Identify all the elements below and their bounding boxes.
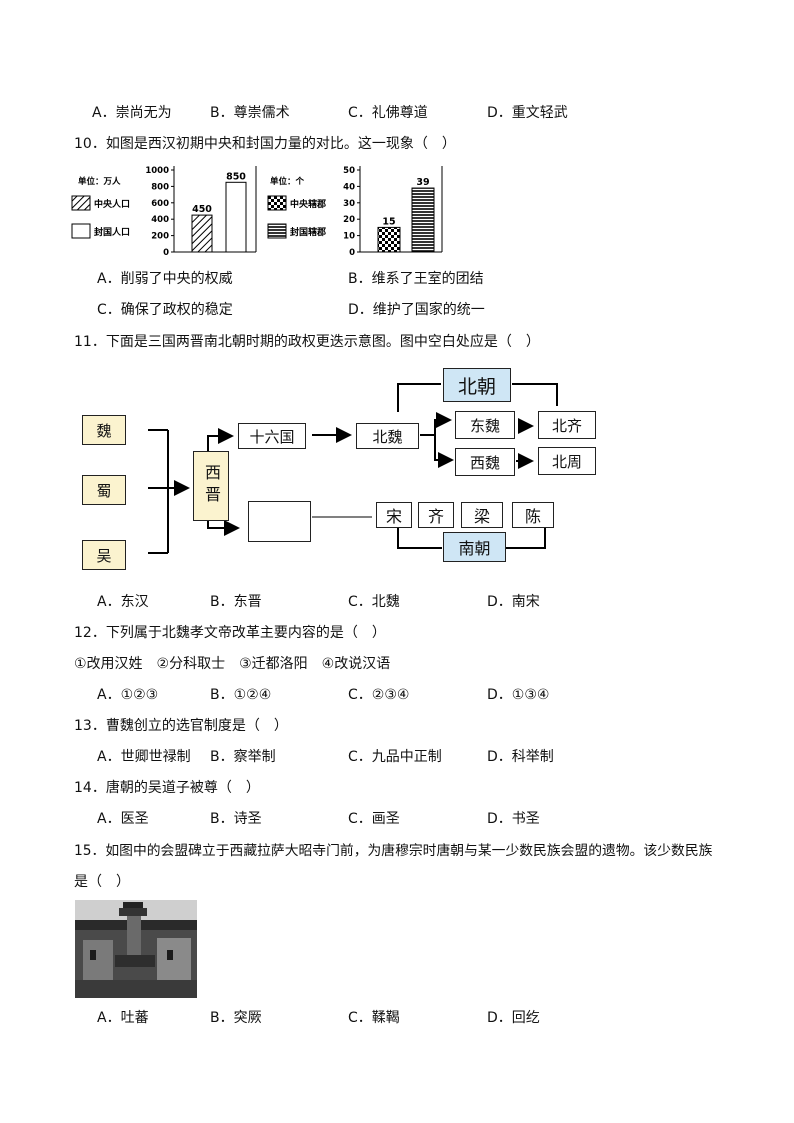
q12-option-a: A．①②③ — [97, 687, 159, 703]
legend-swatch — [71, 195, 91, 211]
box-wu: 吴 — [82, 540, 126, 570]
q10-option-c: C．确保了政权的稳定 — [97, 302, 233, 318]
y-tick-label: 20 — [343, 215, 355, 225]
box-beiqi: 北齐 — [538, 411, 596, 439]
y-tick-label: 400 — [151, 215, 169, 225]
q12-option-b: B．①②④ — [210, 687, 272, 703]
q11-stem: 11．下面是三国两晋南北朝时期的政权更迭示意图。图中空白处应是（ ） — [74, 334, 540, 350]
stele-image — [75, 900, 197, 998]
q15-stem-line2: 是（ ） — [74, 874, 130, 890]
q9-option-c: C．礼佛尊道 — [348, 105, 428, 121]
bar-封国辖郡 — [411, 187, 435, 253]
dynasty-diagram: 魏 蜀 吴 西晋 十六国 北魏 北朝 东魏 西魏 北齐 北周 宋 齐 梁 陈 南… — [0, 360, 794, 570]
legend-swatch — [267, 223, 287, 239]
y-tick-label: 1000 — [145, 166, 169, 176]
q11-option-a: A．东汉 — [97, 594, 149, 610]
q12-stem: 12．下列属于北魏孝文帝改革主要内容的是（ ） — [74, 625, 386, 641]
y-tick-label: 600 — [151, 199, 169, 209]
q9-option-b: B．尊崇儒术 — [210, 105, 290, 121]
bar-data-label: 450 — [192, 204, 212, 215]
y-tick-label: 50 — [343, 166, 355, 176]
box-dongwei: 东魏 — [455, 411, 515, 439]
q13-option-a: A．世卿世禄制 — [97, 749, 191, 765]
q12-items: ①改用汉姓 ②分科取士 ③迁都洛阳 ④改说汉语 — [74, 656, 391, 672]
bar-data-label: 15 — [382, 216, 395, 227]
q13-stem: 13．曹魏创立的选官制度是（ ） — [74, 718, 288, 734]
legend-label: 封国辖郡 — [290, 226, 326, 238]
q14-option-a: A．医圣 — [97, 811, 149, 827]
box-xiwei: 西魏 — [455, 448, 515, 476]
q9-option-d: D．重文轻武 — [487, 105, 568, 121]
y-tick-label: 0 — [163, 248, 169, 258]
chart-unit-label: 单位：万人 — [78, 176, 121, 187]
y-tick-label: 0 — [349, 248, 355, 258]
box-qi: 齐 — [418, 502, 454, 528]
y-tick-label: 30 — [343, 199, 355, 209]
q10-option-a: A．削弱了中央的权威 — [97, 271, 233, 287]
box-shu: 蜀 — [82, 475, 126, 505]
bar-data-label: 39 — [416, 177, 429, 188]
q14-stem: 14．唐朝的吴道子被尊（ ） — [74, 780, 260, 796]
legend-swatch — [267, 195, 287, 211]
q13-option-d: D．科举制 — [487, 749, 554, 765]
q10-stem: 10．如图是西汉初期中央和封国力量的对比。这一现象（ ） — [74, 136, 456, 152]
box-wei: 魏 — [82, 415, 126, 445]
q14-option-c: C．画圣 — [348, 811, 400, 827]
q12-option-d: D．①③④ — [487, 687, 550, 703]
y-tick-label: 40 — [343, 182, 355, 192]
legend-label: 中央人口 — [94, 198, 130, 210]
box-beizhou: 北周 — [538, 447, 596, 475]
legend-label: 封国人口 — [94, 226, 130, 238]
q11-option-d: D．南宋 — [487, 594, 540, 610]
box-chen: 陈 — [512, 502, 554, 528]
bar-data-label: 850 — [226, 171, 246, 182]
legend-label: 中央辖郡 — [290, 198, 326, 210]
q13-option-c: C．九品中正制 — [348, 749, 442, 765]
y-tick-label: 10 — [343, 232, 355, 242]
bar-封国人口 — [225, 181, 247, 253]
bar-中央辖郡 — [377, 226, 401, 253]
box-nanchao: 南朝 — [443, 532, 506, 562]
box-xijin: 西晋 — [193, 451, 229, 521]
chart-unit-label: 单位：个 — [270, 176, 305, 187]
box-blank — [248, 501, 311, 542]
y-tick-label: 800 — [151, 182, 169, 192]
q15-option-d: D．回纥 — [487, 1010, 540, 1026]
box-shiliuguo: 十六国 — [238, 423, 306, 449]
q15-option-b: B．突厥 — [210, 1010, 262, 1026]
box-liang: 梁 — [461, 502, 503, 528]
q15-stem-line1: 15．如图中的会盟碑立于西藏拉萨大昭寺门前，为唐穆宗时唐朝与某一少数民族会盟的遗… — [74, 843, 713, 859]
q10-option-b: B．维系了王室的团结 — [348, 271, 484, 287]
y-tick-label: 200 — [151, 232, 169, 242]
q11-option-c: C．北魏 — [348, 594, 400, 610]
box-song: 宋 — [376, 502, 412, 528]
q14-option-d: D．书圣 — [487, 811, 540, 827]
q11-option-b: B．东晋 — [210, 594, 262, 610]
q15-option-c: C．鞣鞨 — [348, 1010, 400, 1026]
bar-中央人口 — [191, 214, 213, 253]
q14-option-b: B．诗圣 — [210, 811, 262, 827]
alliance-stele-photo — [75, 900, 197, 998]
q10-option-d: D．维护了国家的统一 — [348, 302, 485, 318]
q9-option-a: A．崇尚无为 — [92, 105, 172, 121]
diagram-connectors — [148, 383, 558, 554]
box-beichao: 北朝 — [443, 368, 511, 402]
legend-swatch — [71, 223, 91, 239]
box-beiwei: 北魏 — [356, 423, 419, 449]
q12-option-c: C．②③④ — [348, 687, 410, 703]
q13-option-b: B．察举制 — [210, 749, 276, 765]
q15-option-a: A．吐蕃 — [97, 1010, 149, 1026]
